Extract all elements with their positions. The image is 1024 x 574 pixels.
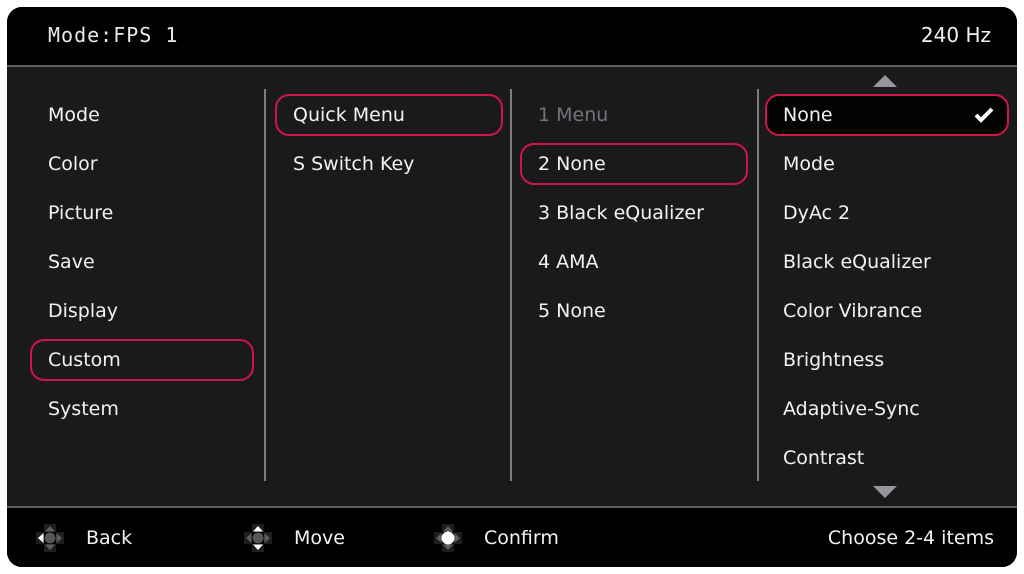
nav-item-color[interactable]: Color <box>30 143 254 185</box>
option-item-label: DyAc 2 <box>783 202 851 224</box>
column-divider <box>757 89 759 481</box>
hint-move: Move <box>244 508 345 567</box>
slot-item-label: 2 None <box>538 153 606 175</box>
nav-item-label: Color <box>48 153 98 175</box>
options-column: None Mode DyAc 2 Black eQualizer Color V… <box>765 94 1009 486</box>
nav-column: Mode Color Picture Save Display Custom S… <box>30 94 254 437</box>
nav-item-display[interactable]: Display <box>30 290 254 332</box>
option-item-label: Brightness <box>783 349 885 371</box>
hint-label: Move <box>294 526 345 549</box>
option-item-contrast[interactable]: Contrast <box>765 437 1009 479</box>
slot-item-1: 1 Menu <box>520 94 748 136</box>
option-item-label: None <box>783 104 833 126</box>
option-item-black-equalizer[interactable]: Black eQualizer <box>765 241 1009 283</box>
joystick-vertical-icon <box>244 523 272 552</box>
nav-item-mode[interactable]: Mode <box>30 94 254 136</box>
nav-item-label: System <box>48 398 119 420</box>
menu-panel: Mode Color Picture Save Display Custom S… <box>7 65 1017 508</box>
hint-back: Back <box>36 508 132 567</box>
hint-confirm: Confirm <box>434 508 559 567</box>
joystick-press-icon <box>434 523 462 552</box>
nav-item-custom[interactable]: Custom <box>30 339 254 381</box>
option-item-label: Contrast <box>783 447 865 469</box>
slot-item-2[interactable]: 2 None <box>520 143 748 185</box>
nav-item-save[interactable]: Save <box>30 241 254 283</box>
submenu-column: Quick Menu S Switch Key <box>275 94 503 192</box>
submenu-item-label: S Switch Key <box>293 153 415 175</box>
nav-item-label: Save <box>48 251 95 273</box>
footer-note: Choose 2-4 items <box>827 526 994 549</box>
submenu-item-quick-menu[interactable]: Quick Menu <box>275 94 503 136</box>
refresh-rate-label: 240 Hz <box>920 23 991 47</box>
slot-item-3[interactable]: 3 Black eQualizer <box>520 192 748 234</box>
nav-item-system[interactable]: System <box>30 388 254 430</box>
slot-item-label: 4 AMA <box>538 251 599 273</box>
option-item-color-vibrance[interactable]: Color Vibrance <box>765 290 1009 332</box>
option-item-brightness[interactable]: Brightness <box>765 339 1009 381</box>
scroll-down-icon <box>873 486 897 498</box>
column-divider <box>510 89 512 481</box>
option-item-mode[interactable]: Mode <box>765 143 1009 185</box>
column-divider <box>264 89 266 481</box>
option-item-label: Black eQualizer <box>783 251 931 273</box>
hint-label: Confirm <box>484 526 559 549</box>
submenu-item-s-switch-key[interactable]: S Switch Key <box>275 143 503 185</box>
osd-window: Mode:FPS 1 240 Hz Mode Color Picture Sav… <box>7 7 1017 567</box>
joystick-left-icon <box>36 523 64 552</box>
nav-item-picture[interactable]: Picture <box>30 192 254 234</box>
option-item-adaptive-sync[interactable]: Adaptive-Sync <box>765 388 1009 430</box>
nav-item-label: Display <box>48 300 119 322</box>
slot-item-5[interactable]: 5 None <box>520 290 748 332</box>
slot-item-4[interactable]: 4 AMA <box>520 241 748 283</box>
option-item-none[interactable]: None <box>765 94 1009 136</box>
slot-column: 1 Menu 2 None 3 Black eQualizer 4 AMA 5 … <box>520 94 748 339</box>
submenu-item-label: Quick Menu <box>293 104 405 126</box>
option-item-dyac2[interactable]: DyAc 2 <box>765 192 1009 234</box>
checkmark-icon <box>973 106 995 124</box>
footer-bar: Back Move Conf <box>7 508 1017 567</box>
current-mode-label: Mode:FPS 1 <box>48 23 179 47</box>
option-item-label: Mode <box>783 153 835 175</box>
slot-item-label: 5 None <box>538 300 606 322</box>
nav-item-label: Mode <box>48 104 100 126</box>
scroll-up-icon <box>873 75 897 87</box>
nav-item-label: Custom <box>48 349 121 371</box>
slot-item-label: 1 Menu <box>538 104 609 126</box>
header-bar: Mode:FPS 1 240 Hz <box>7 7 1017 63</box>
slot-item-label: 3 Black eQualizer <box>538 202 704 224</box>
option-item-label: Color Vibrance <box>783 300 923 322</box>
hint-label: Back <box>86 526 133 549</box>
nav-item-label: Picture <box>48 202 114 224</box>
option-item-label: Adaptive-Sync <box>783 398 920 420</box>
